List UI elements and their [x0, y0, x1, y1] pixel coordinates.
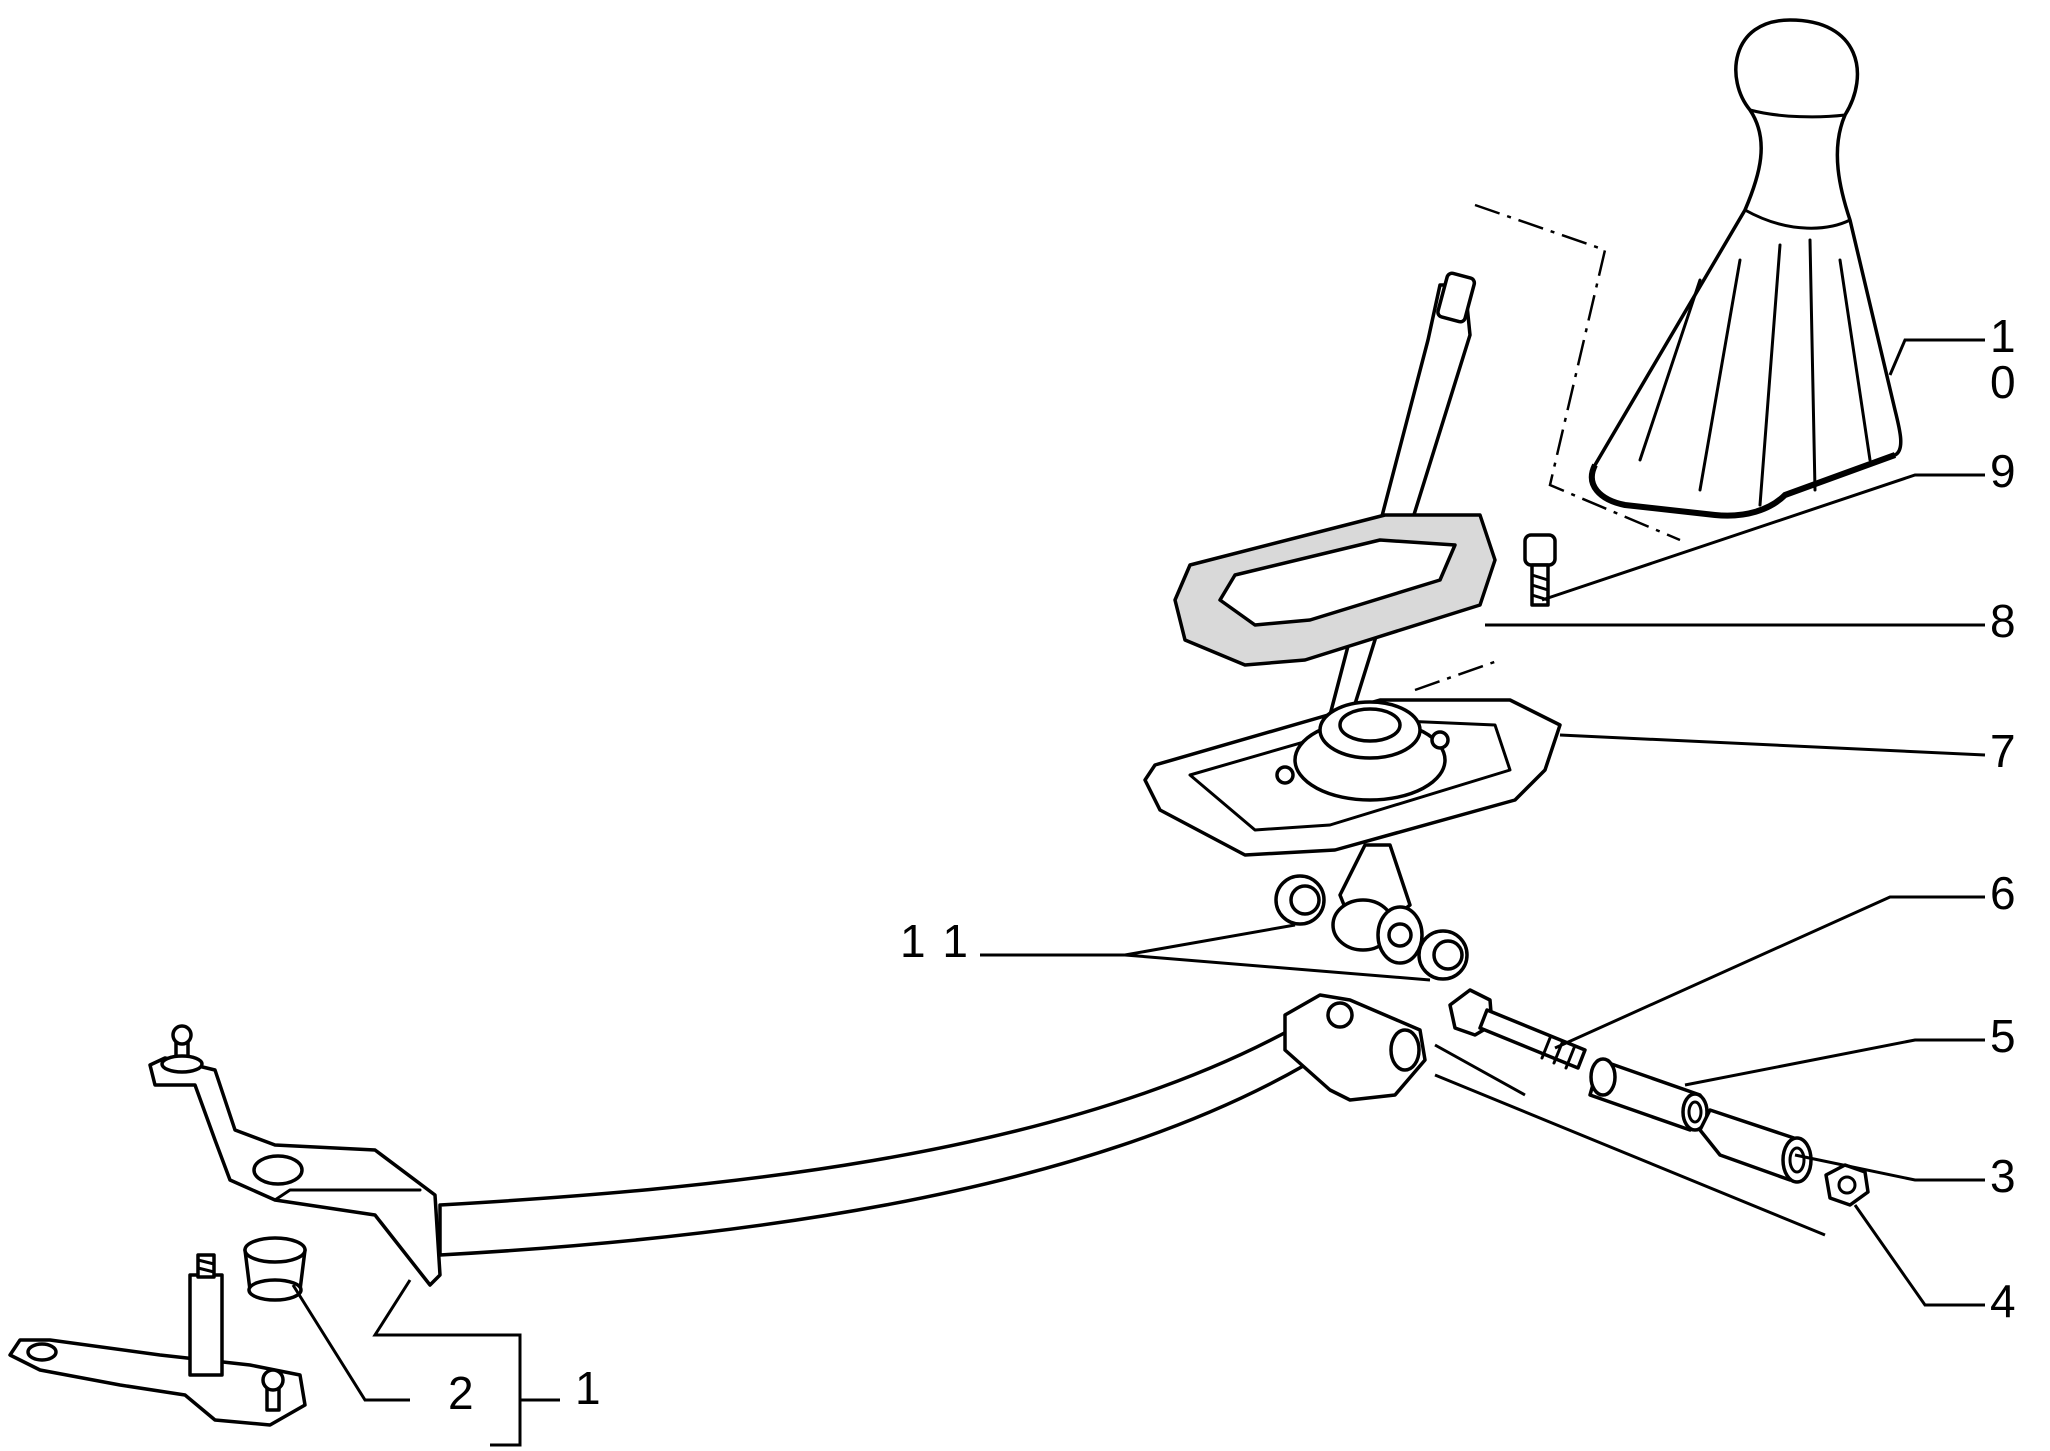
gasket-8 [1173, 513, 1497, 667]
callout-9: 9 [1990, 445, 2018, 497]
base-plate-7 [1143, 698, 1562, 857]
callout-4: 4 [1990, 1275, 2018, 1327]
gear-lever-rod [1328, 271, 1477, 722]
callout-1: 1 [575, 1362, 603, 1414]
bolt-6 [1448, 988, 1587, 1070]
alignment-dashed-frame [1414, 203, 1681, 692]
callout-10: 1 0 [1990, 310, 2018, 408]
nut-4 [1824, 1163, 1870, 1207]
lever-lower-arm [1331, 843, 1424, 965]
callout-6: 6 [1990, 867, 2018, 919]
leader-lines [291, 338, 1986, 1447]
callout-2: 2 [448, 1367, 476, 1419]
callout-3: 3 [1990, 1150, 2018, 1202]
rubber-cap-2 [243, 1236, 307, 1302]
callout-11: 1 1 [900, 915, 970, 967]
gear-knob-and-boot [1588, 18, 1903, 519]
selector-lever-plate [8, 1253, 307, 1427]
callout-7: 7 [1990, 725, 2018, 777]
callout-5: 5 [1990, 1010, 2018, 1062]
shift-rod-assembly [148, 993, 1427, 1287]
bush-11-right [1417, 929, 1469, 981]
bush-3 [1698, 1108, 1813, 1184]
spacer-5 [1588, 1057, 1709, 1132]
bush-11-left [1274, 874, 1326, 926]
callout-8: 8 [1990, 595, 2018, 647]
screw-9 [1523, 533, 1557, 607]
